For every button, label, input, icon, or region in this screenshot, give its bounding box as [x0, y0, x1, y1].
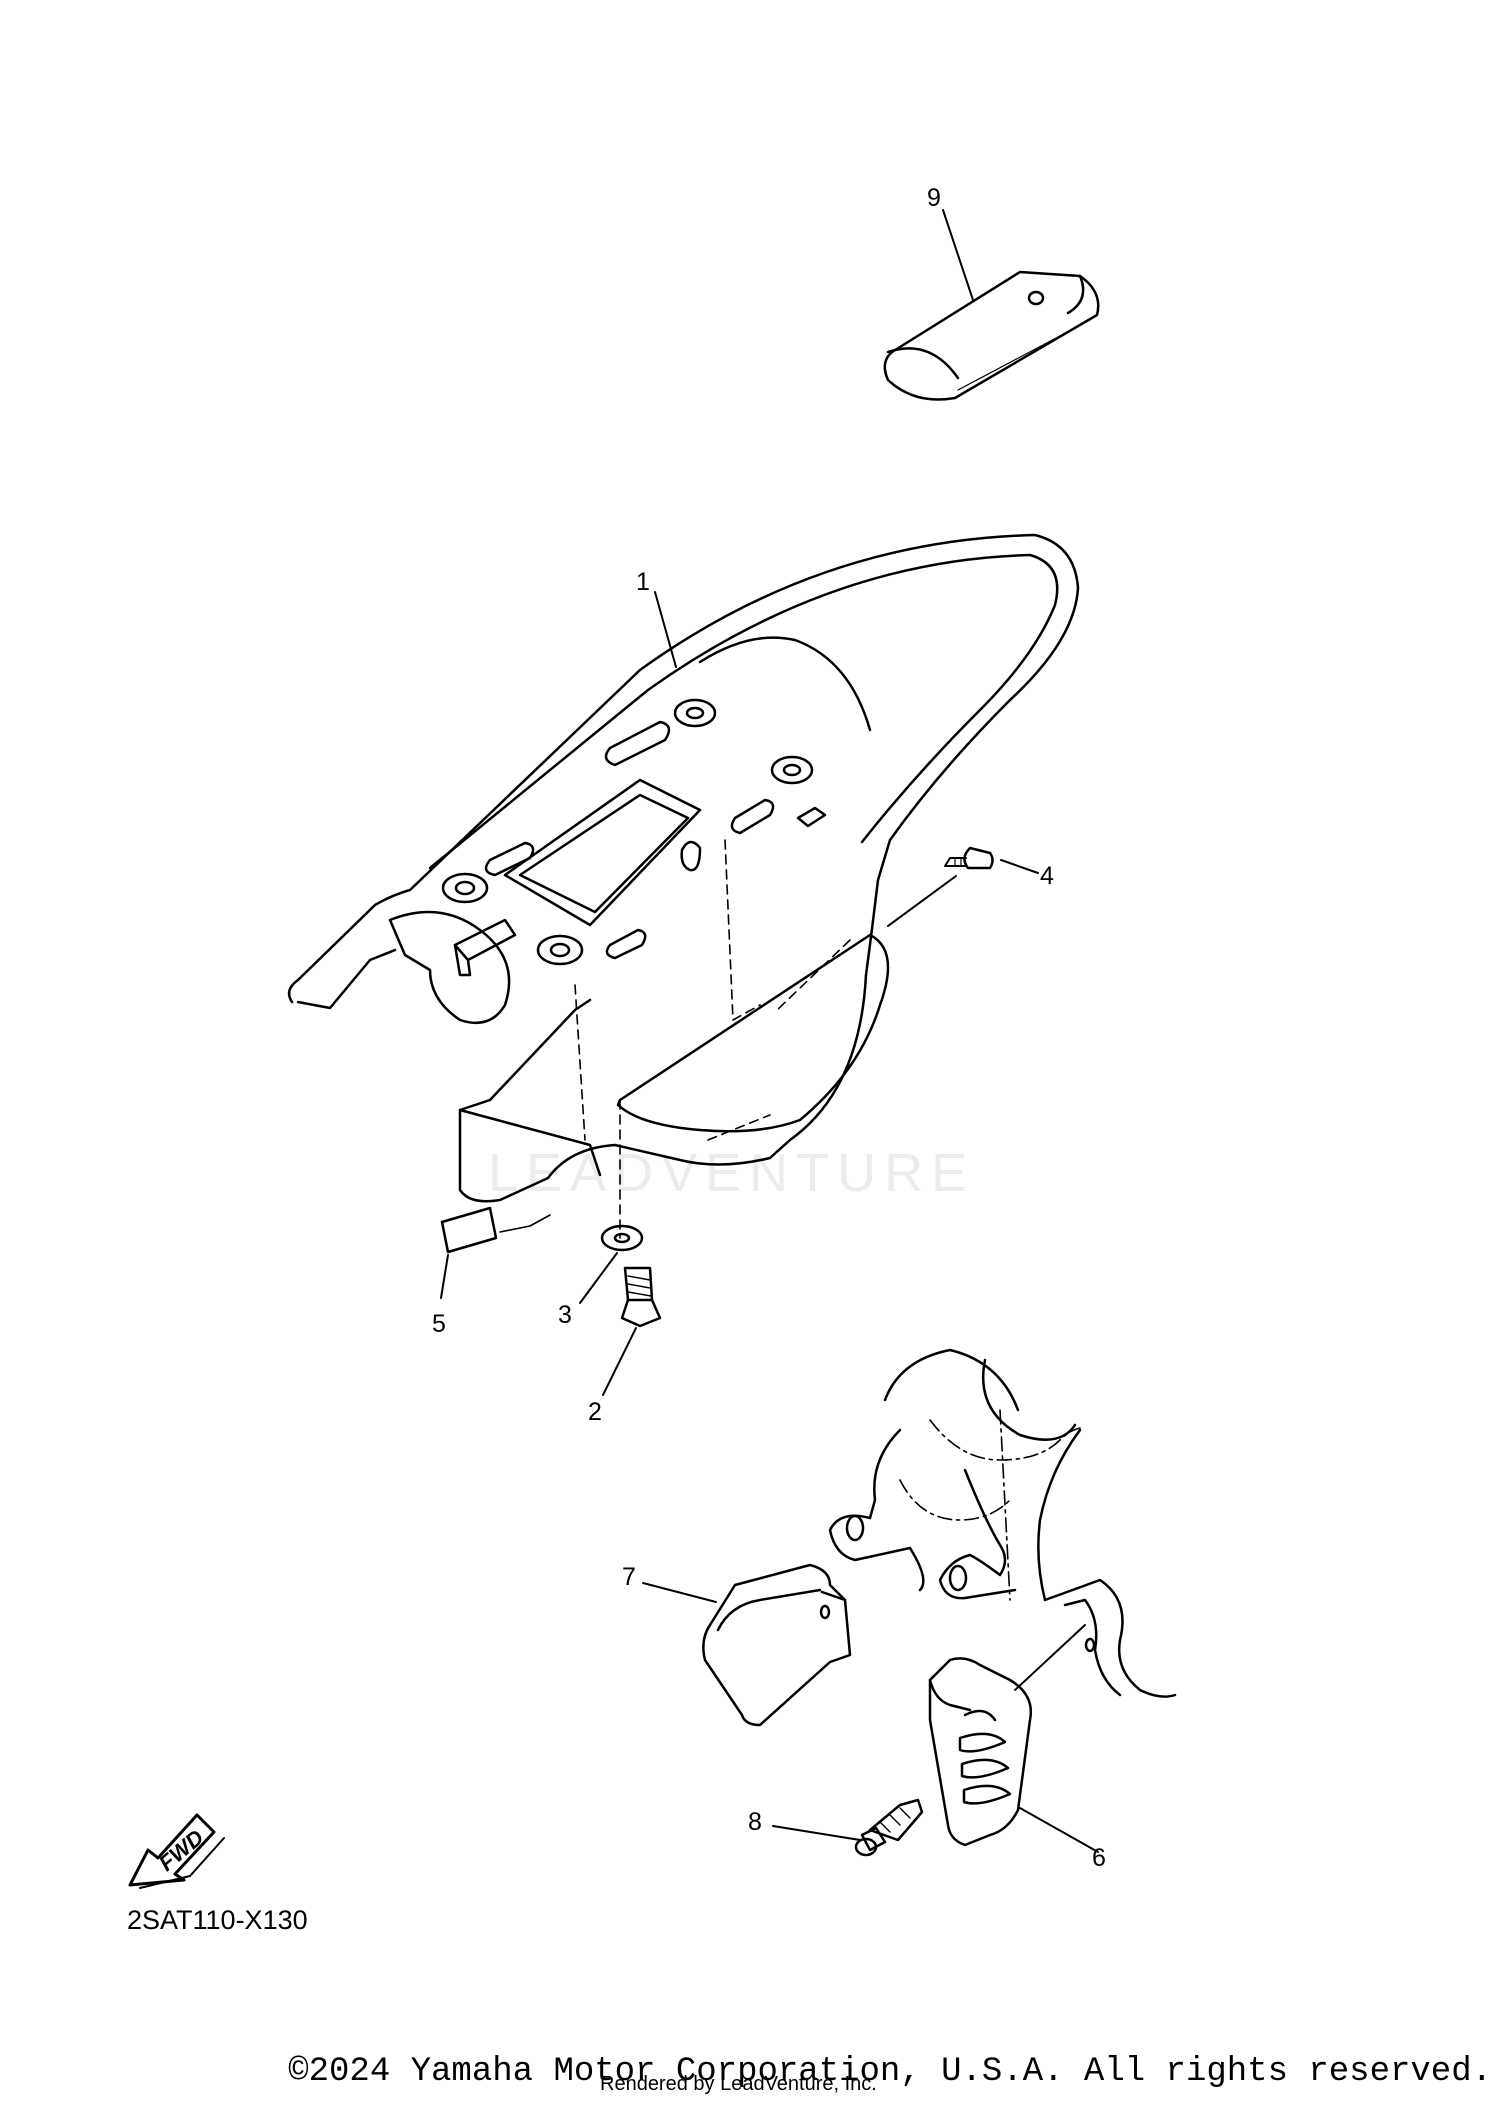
part-1-rear-fender [287, 533, 1080, 1239]
leader-lines [440, 209, 1099, 1853]
callout-4: 4 [1040, 862, 1054, 890]
callout-9: 9 [927, 184, 941, 212]
part-2-bolt [620, 1266, 662, 1328]
part-5-pad [440, 1206, 551, 1254]
part-6-plate [928, 1657, 1033, 1847]
part-8-bolt [854, 1798, 924, 1857]
copyright-notice: ©2024 Yamaha Motor Corporation, U.S.A. A… [288, 2053, 1492, 2091]
callout-5: 5 [432, 1310, 446, 1338]
callout-7: 7 [622, 1563, 636, 1591]
fwd-arrow-icon: FWD [128, 1813, 225, 1889]
frame-section [828, 1348, 1177, 1698]
callout-6: 6 [1092, 1844, 1106, 1872]
callout-3: 3 [558, 1301, 572, 1329]
callout-2: 2 [588, 1398, 602, 1426]
drawing-code: 2SAT110-X130 [127, 1905, 308, 1935]
callout-8: 8 [748, 1808, 762, 1836]
rendered-by-notice: Rendered by LeadVenture, Inc. [600, 2073, 877, 2095]
part-9-cover [883, 270, 1100, 401]
watermark: LEADVENTURE [488, 1143, 976, 1203]
part-4-screw [944, 846, 994, 870]
part-3-washer [600, 1224, 644, 1252]
part-7-guard [702, 1563, 852, 1727]
callout-1: 1 [636, 568, 650, 596]
